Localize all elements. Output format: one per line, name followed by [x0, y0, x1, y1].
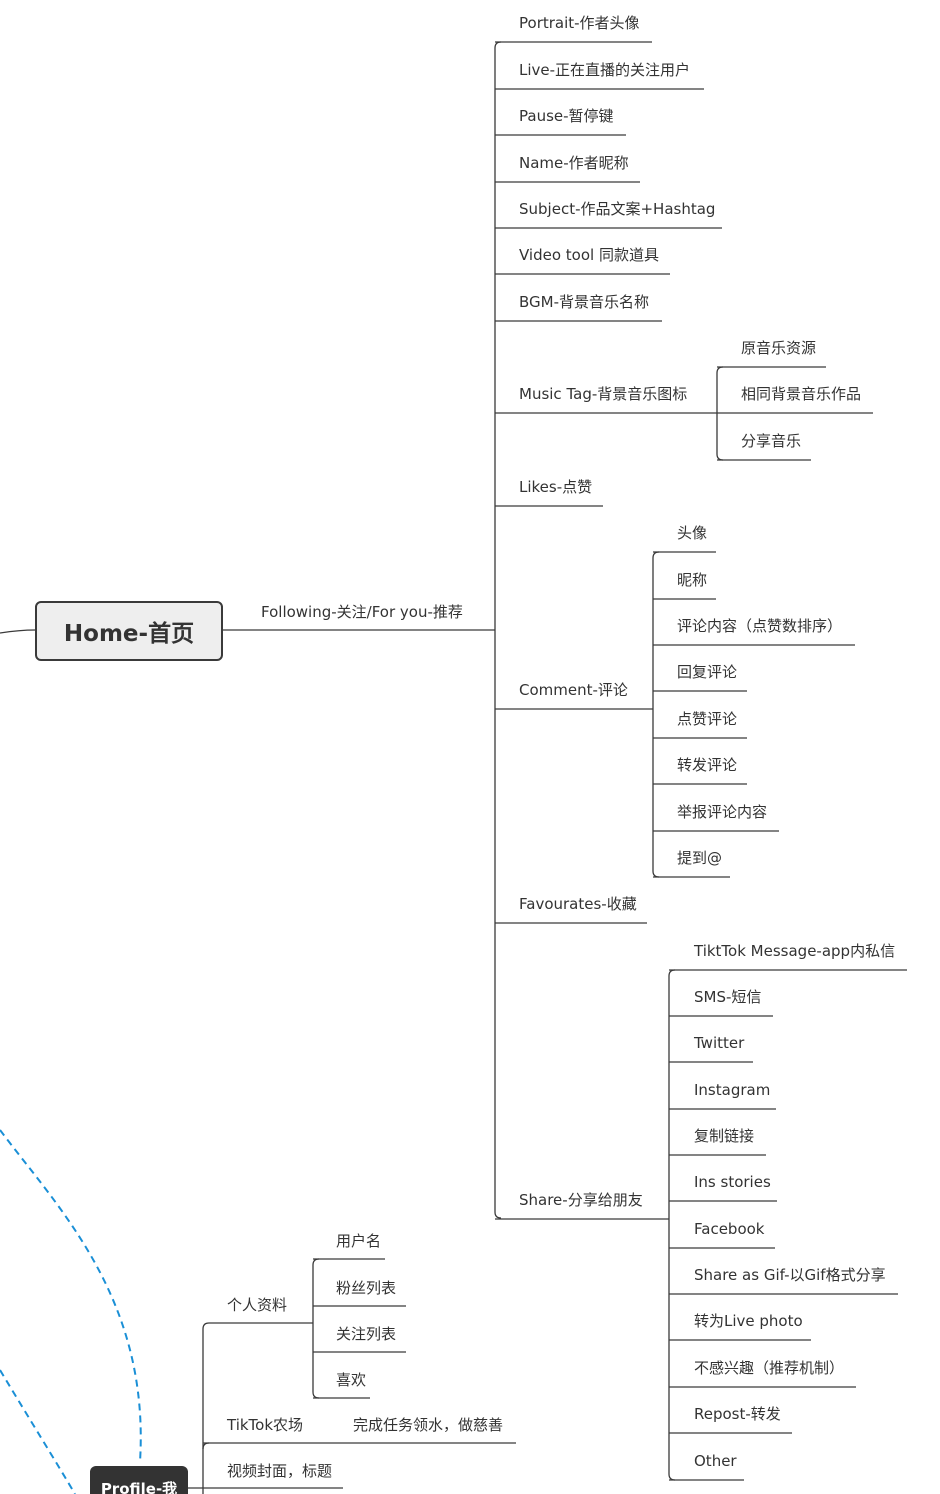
profile-subitem-0-2[interactable]: 关注列表	[336, 1325, 397, 1343]
item-9[interactable]: Comment-评论	[519, 681, 628, 699]
subitem-7-1[interactable]: 相同背景音乐作品	[741, 385, 862, 403]
dashed-relation	[0, 1369, 76, 1494]
profile-subitem-1-0[interactable]: 完成任务领水，做慈善	[353, 1416, 504, 1434]
subitem-7-0[interactable]: 原音乐资源	[741, 339, 817, 357]
subitem-11-9[interactable]: 不感兴趣（推荐机制）	[694, 1359, 845, 1377]
subitem-11-4[interactable]: 复制链接	[694, 1127, 755, 1145]
profile-subitem-0-0[interactable]: 用户名	[336, 1232, 382, 1250]
profile-subitem-0-1[interactable]: 粉丝列表	[336, 1279, 397, 1297]
branch-spine	[652, 551, 660, 878]
item-11[interactable]: Share-分享给朋友	[519, 1191, 643, 1209]
item-6[interactable]: BGM-背景音乐名称	[519, 293, 650, 311]
profile-node[interactable]: Profile-我	[90, 1466, 188, 1494]
subitem-7-2[interactable]: 分享音乐	[741, 432, 802, 450]
branch-spine	[494, 41, 502, 1219]
subitem-11-11[interactable]: Other	[694, 1452, 737, 1470]
root-node-home[interactable]: Home-首页	[35, 601, 223, 661]
profile-node-label: Profile-我	[100, 1480, 178, 1494]
subitem-11-1[interactable]: SMS-短信	[694, 988, 762, 1006]
item-5[interactable]: Video tool 同款道具	[519, 246, 659, 264]
subitem-11-10[interactable]: Repost-转发	[694, 1405, 781, 1423]
subitem-9-1[interactable]: 昵称	[677, 571, 708, 589]
subitem-11-0[interactable]: TiktTok Message-app内私信	[694, 942, 896, 960]
subitem-9-2[interactable]: 评论内容（点赞数排序）	[677, 617, 843, 635]
dashed-relation	[0, 1129, 142, 1463]
subitem-9-3[interactable]: 回复评论	[677, 663, 738, 681]
subitem-9-4[interactable]: 点赞评论	[677, 710, 738, 728]
branch-spine	[668, 969, 676, 1481]
subitem-11-2[interactable]: Twitter	[694, 1034, 745, 1052]
subitem-11-3[interactable]: Instagram	[694, 1081, 771, 1099]
item-8[interactable]: Likes-点赞	[519, 478, 593, 496]
subitem-11-6[interactable]: Facebook	[694, 1220, 765, 1238]
subitem-9-6[interactable]: 举报评论内容	[677, 803, 768, 821]
branch-spine	[312, 1258, 320, 1399]
profile-item-1[interactable]: TikTok农场	[227, 1416, 304, 1434]
item-3[interactable]: Name-作者昵称	[519, 154, 629, 172]
subitem-9-7[interactable]: 提到@	[677, 849, 723, 867]
root-incoming-line	[0, 629, 36, 634]
item-7[interactable]: Music Tag-背景音乐图标	[519, 385, 688, 403]
branch-following[interactable]: Following-关注/For you-推荐	[261, 603, 463, 621]
subitem-11-7[interactable]: Share as Gif-以Gif格式分享	[694, 1266, 886, 1284]
item-1[interactable]: Live-正在直播的关注用户	[519, 61, 691, 79]
profile-item-0[interactable]: 个人资料	[227, 1296, 288, 1314]
item-10[interactable]: Favourates-收藏	[519, 895, 637, 913]
item-0[interactable]: Portrait-作者头像	[519, 14, 640, 32]
subitem-11-5[interactable]: Ins stories	[694, 1173, 771, 1191]
subitem-9-0[interactable]: 头像	[677, 524, 708, 542]
root-node-label: Home-首页	[63, 621, 195, 647]
item-4[interactable]: Subject-作品文案+Hashtag	[519, 200, 716, 218]
profile-item-2[interactable]: 视频封面，标题	[227, 1462, 333, 1480]
profile-spine-corner	[202, 1442, 210, 1450]
subitem-11-8[interactable]: 转为Live photo	[694, 1312, 803, 1330]
profile-subitem-0-3[interactable]: 喜欢	[336, 1371, 367, 1389]
item-2[interactable]: Pause-暂停键	[519, 107, 614, 125]
subitem-9-5[interactable]: 转发评论	[677, 756, 738, 774]
profile-spine	[202, 1322, 313, 1494]
